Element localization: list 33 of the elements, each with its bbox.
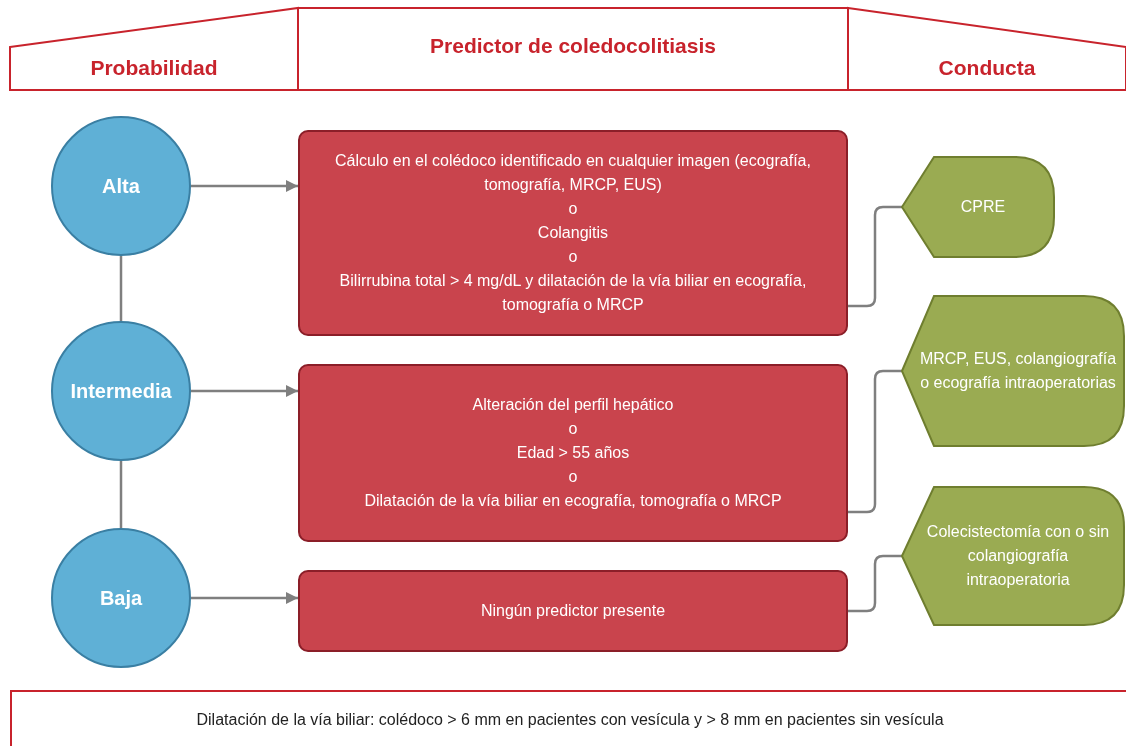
predictor-text: Bilirrubina total > 4 mg/dL y dilatación de la vía biliar en ecografía, tomografía o MRCP	[338, 271, 808, 315]
predictor-box	[298, 130, 848, 336]
action-text: Colecistectomía con o sin colangiografía intraoperatoria	[925, 522, 1111, 590]
footnote-box	[10, 690, 1126, 746]
footnote-text: Dilatación de la vía biliar: colédoco > 6 mm en pacientes con vesícula y > 8 mm en pacientes sin vesícula	[196, 711, 944, 729]
circle-label: Alta	[102, 174, 140, 198]
arrow	[191, 591, 298, 605]
arrow	[191, 384, 298, 398]
connector-line	[848, 205, 902, 308]
predictor-text: o	[568, 247, 578, 267]
action-text: CPRE	[960, 197, 1006, 217]
predictor-box	[298, 364, 848, 542]
circle-label: Intermedia	[70, 379, 172, 403]
predictor-text: Dilatación de la vía biliar en ecografía, tomografía o MRCP	[364, 491, 782, 511]
column-heading: Probabilidad	[90, 56, 218, 80]
predictor-text: o	[568, 199, 578, 219]
predictor-text: Colangitis	[537, 223, 609, 243]
predictor-text: Edad > 55 años	[516, 443, 630, 463]
predictor-text: Alteración del perfil hepático	[472, 395, 674, 415]
connector-line	[119, 256, 123, 321]
column-heading: Predictor de coledocolitiasis	[430, 34, 716, 58]
predictor-text: o	[568, 419, 578, 439]
predictor-text: Cálculo en el colédoco identificado en cualquier imagen (ecografía, tomografía, MRCP, EUS)	[334, 151, 812, 195]
connector-line	[848, 554, 902, 613]
arrow	[191, 179, 298, 193]
column-heading: Conducta	[938, 56, 1036, 80]
circle-label: Baja	[99, 586, 143, 610]
predictor-text: o	[568, 467, 578, 487]
predictor-text: Ningún predictor presente	[480, 601, 666, 621]
predictor-box	[298, 570, 848, 652]
connector-line	[119, 461, 123, 528]
connector-line	[848, 369, 902, 514]
action-text: MRCP, EUS, colangiografía o ecografía intraoperatorias	[918, 349, 1118, 393]
